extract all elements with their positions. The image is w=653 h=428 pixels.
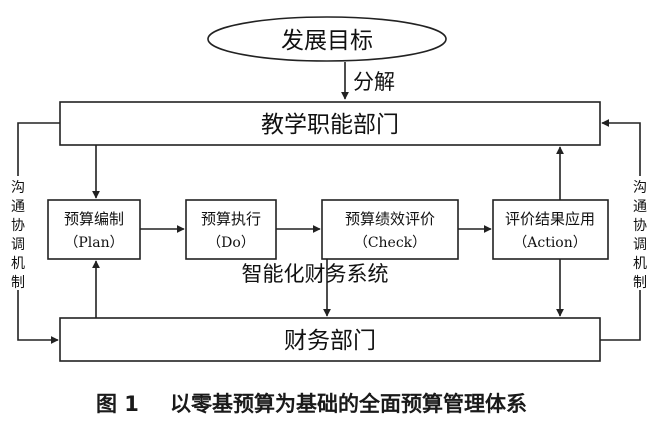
step-do-box [185,199,277,260]
teaching-dept-box [59,101,601,146]
step-check-en: （Check） [354,235,426,251]
step-action-name: 评价结果应用 [505,210,595,228]
left-side-char: 机 [11,256,25,272]
left-side-char: 通 [11,199,25,215]
right-side-char: 通 [633,199,647,215]
right-side-char: 制 [633,275,647,291]
right-label-bg [631,176,649,290]
step-plan-box [47,199,141,260]
right-side-char: 沟 [633,180,647,196]
step-check-name: 预算绩效评价 [345,210,435,228]
decompose-label: 分解 [353,70,395,94]
step-plan-en: （Plan） [64,235,123,251]
step-action-box [492,199,609,260]
finance-dept-label: 财务部门 [284,328,376,354]
step-action-en: （Action） [513,235,587,251]
left-side-char: 制 [11,275,25,291]
goal-ellipse [207,16,447,62]
right-side-label: 沟 通 协 调 机 制 [633,180,647,291]
step-do-en: （Do） [207,235,255,251]
right-side-char: 调 [633,237,647,253]
goal-label: 发展目标 [281,28,373,54]
left-side-char: 协 [11,218,25,234]
step-plan-name: 预算编制 [64,210,124,228]
teaching-dept-label: 教学职能部门 [261,112,399,138]
figure-caption: 以零基预算为基础的全面预算管理体系 [170,392,527,416]
left-side-label: 沟 通 协 调 机 制 [11,180,25,291]
step-check-box [321,199,459,260]
left-label-bg [9,176,27,290]
figure-number: 图 1 [96,392,139,416]
step-do-name: 预算执行 [201,210,261,228]
right-side-char: 协 [633,218,647,234]
left-side-char: 沟 [11,180,25,196]
finance-dept-box [59,317,601,362]
center-system-label: 智能化财务系统 [242,262,389,286]
left-side-char: 调 [11,237,25,253]
right-side-char: 机 [633,256,647,272]
